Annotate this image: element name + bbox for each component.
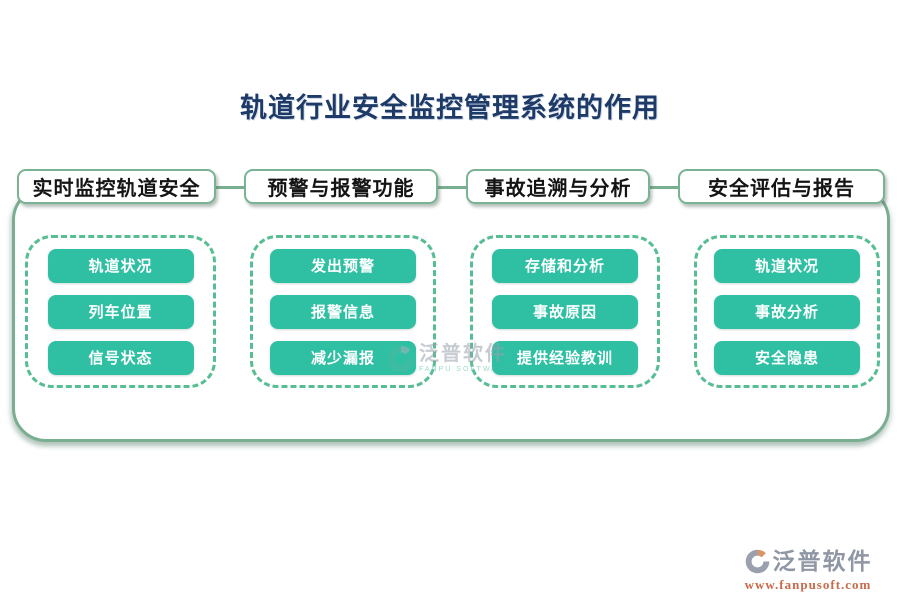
header-row: 实时监控轨道安全 预警与报警功能 事故追溯与分析 安全评估与报告 bbox=[17, 169, 885, 204]
diagram-container: 实时监控轨道安全 预警与报警功能 事故追溯与分析 安全评估与报告 轨道状况 列车… bbox=[12, 169, 890, 442]
node-train-position: 列车位置 bbox=[47, 294, 194, 329]
node-storage-analysis: 存储和分析 bbox=[492, 248, 638, 283]
footer-logo: 泛普软件 www.fanpusoft.com bbox=[728, 548, 888, 593]
node-track-status-2: 轨道状况 bbox=[714, 248, 860, 283]
fanpu-logo-icon-footer bbox=[744, 548, 771, 575]
node-track-status: 轨道状况 bbox=[47, 248, 194, 283]
column-header-safety-report: 安全评估与报告 bbox=[678, 169, 885, 204]
node-issue-warning: 发出预警 bbox=[270, 248, 416, 283]
column-header-warning-alarm: 预警与报警功能 bbox=[244, 169, 438, 204]
node-lessons-learned: 提供经验教训 bbox=[492, 340, 638, 375]
footer-url-text: www.fanpusoft.com bbox=[744, 577, 872, 592]
group-warning-alarm: 发出预警 报警信息 减少漏报 bbox=[250, 235, 436, 388]
node-safety-hazard: 安全隐患 bbox=[714, 340, 860, 375]
columns-row: 轨道状况 列车位置 信号状态 发出预警 报警信息 减少漏报 存储和分析 事故原因… bbox=[25, 235, 880, 388]
page-title: 轨道行业安全监控管理系统的作用 bbox=[240, 93, 660, 123]
footer-brand-text: 泛普软件 bbox=[772, 548, 873, 574]
node-accident-cause: 事故原因 bbox=[492, 294, 638, 329]
group-accident-trace: 存储和分析 事故原因 提供经验教训 bbox=[470, 235, 660, 388]
node-accident-analysis: 事故分析 bbox=[714, 294, 860, 329]
column-header-accident-trace: 事故追溯与分析 bbox=[466, 169, 650, 204]
group-safety-report: 轨道状况 事故分析 安全隐患 bbox=[694, 235, 880, 388]
column-header-realtime-monitoring: 实时监控轨道安全 bbox=[17, 169, 216, 204]
group-realtime-monitoring: 轨道状况 列车位置 信号状态 bbox=[25, 235, 216, 388]
node-alarm-info: 报警信息 bbox=[270, 294, 416, 329]
node-signal-status: 信号状态 bbox=[47, 340, 194, 375]
node-reduce-missed-alarms: 减少漏报 bbox=[270, 340, 416, 375]
